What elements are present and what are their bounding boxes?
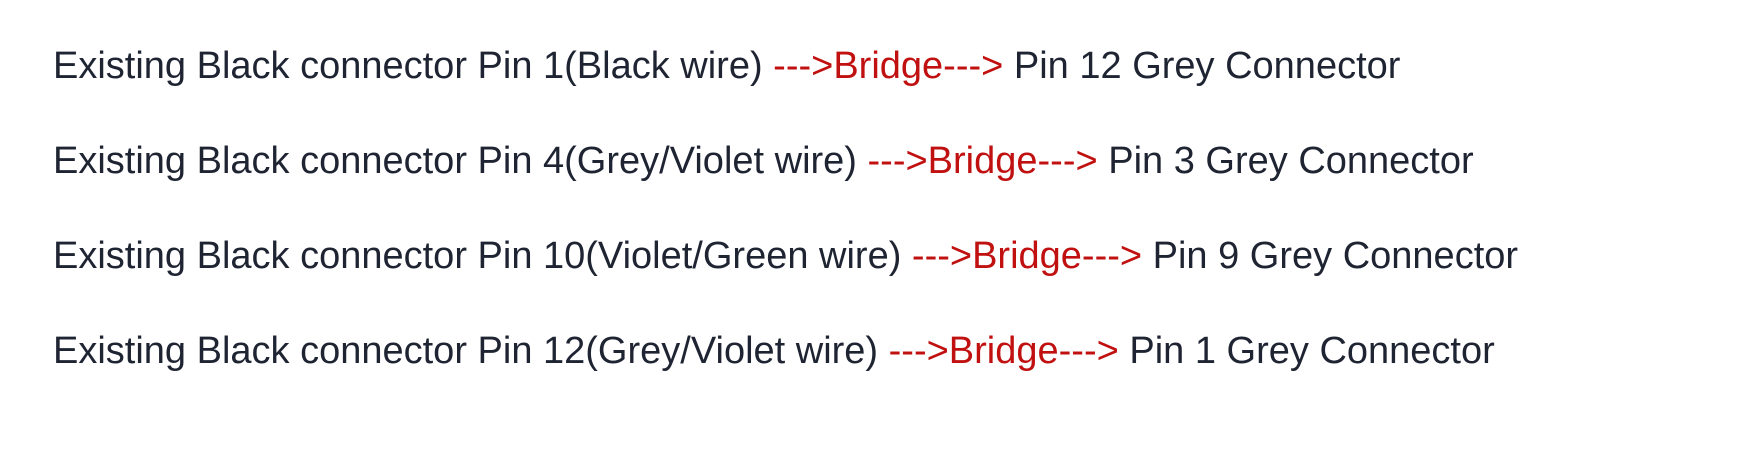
bridge-arrow-text: --->Bridge---> [888, 330, 1119, 372]
wiring-line-2: Existing Black connector Pin 4(Grey/Viol… [53, 139, 1733, 183]
source-pin-text: Existing Black connector Pin 1(Black wir… [53, 45, 763, 87]
bridge-arrow-text: --->Bridge---> [911, 235, 1143, 277]
target-pin-text: Pin 9 Grey Connector [1152, 235, 1519, 277]
wiring-instructions: Existing Black connector Pin 1(Black wir… [53, 44, 1733, 424]
source-pin-text: Existing Black connector Pin 10(Violet/G… [53, 235, 902, 277]
wiring-line-3: Existing Black connector Pin 10(Violet/G… [53, 234, 1733, 278]
wiring-line-4: Existing Black connector Pin 12(Grey/Vio… [53, 329, 1733, 373]
bridge-arrow-text: --->Bridge---> [773, 45, 1004, 87]
source-pin-text: Existing Black connector Pin 4(Grey/Viol… [53, 140, 857, 182]
bridge-arrow-text: --->Bridge---> [867, 140, 1098, 182]
source-pin-text: Existing Black connector Pin 12(Grey/Vio… [53, 330, 879, 372]
target-pin-text: Pin 12 Grey Connector [1013, 45, 1401, 87]
target-pin-text: Pin 1 Grey Connector [1129, 330, 1495, 372]
wiring-line-1: Existing Black connector Pin 1(Black wir… [53, 44, 1733, 88]
target-pin-text: Pin 3 Grey Connector [1108, 140, 1474, 182]
